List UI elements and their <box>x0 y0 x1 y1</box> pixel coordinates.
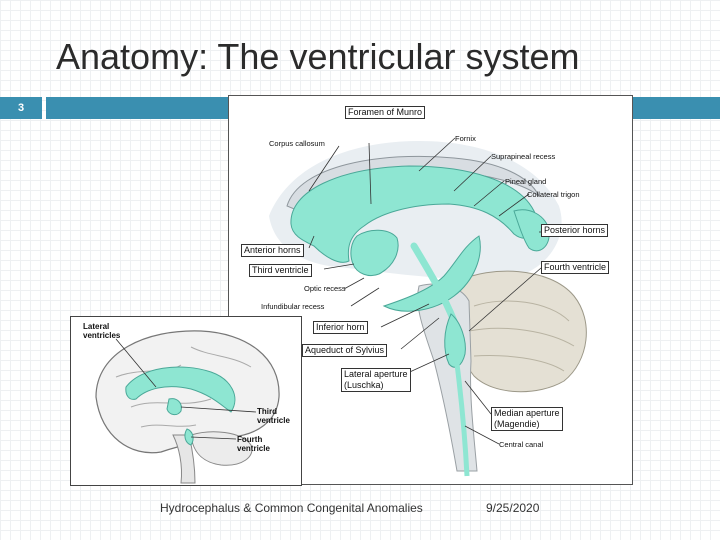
label-fourth-ventricle: Fourth ventricle <box>541 261 610 274</box>
inset-third-ventricle <box>166 398 182 416</box>
label-corpus-callosum: Corpus callosum <box>269 139 325 148</box>
footer-date: 9/25/2020 <box>486 501 540 515</box>
inset-label-third-ventricle: Third ventricle <box>257 407 290 425</box>
leader-lines <box>308 137 549 445</box>
inset-cerebellum <box>190 431 253 466</box>
footer-caption: Hydrocephalus & Common Congenital Anomal… <box>160 501 423 515</box>
label-collateral-trigone: Collateral trigon <box>527 190 580 199</box>
brain-inset-illustration <box>95 330 280 484</box>
label-optic-recess: Optic recess <box>304 284 346 293</box>
label-anterior-horns: Anterior horns <box>241 244 304 257</box>
label-central-canal: Central canal <box>499 440 544 449</box>
inset-cerebrum <box>95 330 280 454</box>
inset-lateral-ventricle <box>125 366 236 413</box>
inferior-horn-shape <box>382 235 481 312</box>
label-aqueduct-of-sylvius: Aqueduct of Sylvius <box>302 344 388 357</box>
central-canal-shape <box>454 363 470 477</box>
label-suprapineal-recess: Suprapineal recess <box>491 152 556 161</box>
label-third-ventricle: Third ventricle <box>249 264 312 277</box>
cerebellum <box>453 270 587 393</box>
label-infundibular-recess: Infundibular recess <box>261 302 325 311</box>
label-lateral-aperture: Lateral aperture (Luschka) <box>341 368 411 392</box>
label-pineal-gland: Pineal gland <box>505 177 547 186</box>
slide-number: 3 <box>0 97 42 119</box>
slide-title: Anatomy: The ventricular system <box>56 36 580 77</box>
inset-label-fourth-ventricle: Fourth ventricle <box>237 435 270 453</box>
label-posterior-horns: Posterior horns <box>541 224 609 237</box>
ventricular-system-illustration <box>269 137 587 477</box>
posterior-horn-shape <box>513 209 550 252</box>
lateral-ventricle-shape <box>290 165 538 263</box>
third-ventricle-shape <box>350 229 399 277</box>
label-inferior-horn: Inferior horn <box>313 321 368 334</box>
inset-label-lateral-ventricles: Lateral ventricles <box>83 322 121 340</box>
label-fornix: Fornix <box>455 134 476 143</box>
inset-leader-lines <box>115 338 257 440</box>
brain-inset-figure: Lateral ventricles Third ventricle Fourt… <box>70 316 302 486</box>
label-foramen-of-munro: Foramen of Munro <box>345 106 426 119</box>
inset-fourth-ventricle <box>184 428 194 446</box>
label-median-aperture: Median aperture (Magendie) <box>491 407 563 431</box>
